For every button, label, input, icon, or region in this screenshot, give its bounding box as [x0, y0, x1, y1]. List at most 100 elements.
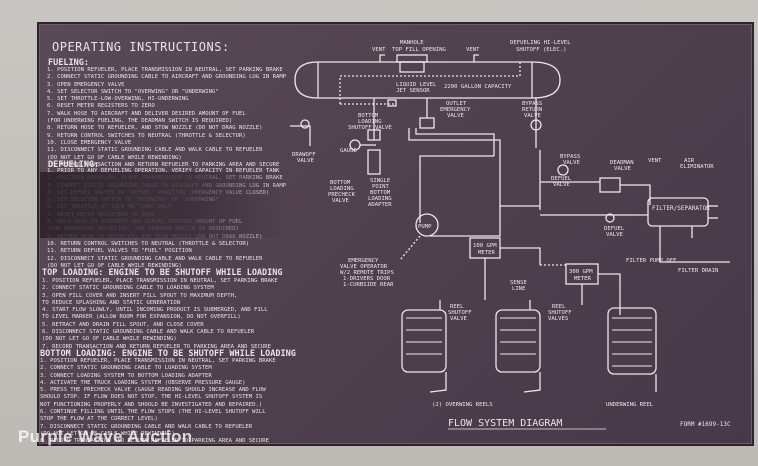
label-deadman-2: VALVE — [614, 166, 631, 172]
diagram-title: FLOW SYSTEM DIAGRAM — [448, 418, 562, 429]
fueling-step: 10. CLOSE EMERGENCY VALVE — [47, 139, 132, 146]
bottom-loading-steps: 1. POSITION REFUELER, PLACE TRANSMISSION… — [40, 358, 276, 446]
top-loading-step: 7. RECORD TRANSACTION AND RETURN REFUELE… — [42, 343, 272, 350]
label-vent-3: VENT — [648, 158, 662, 164]
top-loading-step: 2. CONNECT STATIC GROUNDING CABLE TO LOA… — [42, 285, 214, 292]
label-single-point-2: POINT — [372, 184, 389, 190]
label-single-point-5: ADAPTER — [368, 202, 392, 208]
top-loading-step: 6. DISCONNECT STATIC GROUNDING CABLE AND… — [42, 329, 255, 336]
underwing-reel — [607, 307, 657, 375]
top-loading-step: 4. START FLOW SLOWLY, UNTIL INCOMING PRO… — [42, 307, 268, 314]
label-emergency-1: EMERGENCY — [348, 258, 379, 264]
label-bypass-return-2: RETURN — [522, 107, 542, 113]
bottom-loading-step: 4. ACTIVATE THE TRUCK LOADING SYSTEM (OB… — [40, 379, 246, 386]
worn-area — [40, 172, 290, 238]
fueling-step: 6. RESET METER REGISTERS TO ZERO — [47, 103, 155, 110]
label-sense-2: LINE — [512, 286, 526, 292]
label-filter-pump-off: FILTER PUMP OFF — [626, 258, 677, 264]
label-reel-shutoff-4: REEL — [552, 304, 566, 310]
label-bypass-valve-1: BYPASS — [560, 154, 580, 160]
label-defueling-shutoff-1: DEFUELING HI-LEVEL — [510, 40, 571, 46]
fueling-step: 8. RETURN HOSE TO REFUELER, AND STOW NOZ… — [47, 125, 263, 132]
fueling-step: 12. RECORD TRANSACTION AND RETURN REFUEL… — [47, 161, 280, 168]
label-air-elim-1: AIR — [684, 158, 695, 164]
label-single-point-1: SINGLE — [370, 178, 391, 184]
label-emergency-4: 1-DRIVERS DOOR — [343, 276, 391, 282]
label-meter-100-a: 100 GPM — [473, 243, 497, 249]
label-bottom-shutoff-1: BOTTOM — [358, 113, 379, 119]
label-capacity: 2200 GALLON CAPACITY — [444, 84, 512, 90]
label-gauge: GAUGE — [340, 148, 357, 154]
label-bypass-return-1: BYPASS — [522, 101, 542, 107]
label-underwing-reel: UNDERWING REEL — [606, 402, 654, 408]
label-reel-shutoff-2: SHUTOFF — [448, 310, 472, 316]
bottom-loading-step: 3. CONNECT LOADING SYSTEM TO BOTTOM LOAD… — [40, 372, 212, 379]
label-defuel-valve-3: DEFUEL — [604, 226, 625, 232]
bottom-loading-step: 7. DISCONNECT STATIC GROUNDING CABLE AND… — [40, 423, 253, 430]
form-number: FORM #1699-13C — [680, 421, 731, 428]
fueling-step: 2. CONNECT STATIC GROUNDING CABLE TO AIR… — [47, 74, 287, 81]
label-outlet-emerg-2: EMERGENCY — [440, 107, 471, 113]
label-liquid-level-2: JET SENSOR — [396, 88, 430, 94]
bottom-loading-step: STOP THE FLOW AT THE CORRECT LEVEL) — [40, 416, 158, 423]
label-meter-300-a: 300 GPM — [569, 269, 593, 275]
label-reel-shutoff-6: VALVES — [548, 316, 568, 322]
label-single-point-3: BOTTOM — [370, 190, 391, 196]
top-loading-heading: TOP LOADING: ENGINE TO BE SHUTOFF WHILE … — [42, 268, 283, 278]
label-emergency-2: VALVE OPERATOR — [340, 264, 388, 270]
top-loading-step: TO LEVEL MARKER (ALLOW ROOM FOR EXPANSIO… — [42, 314, 241, 321]
label-outlet-emerg-3: VALVE — [447, 113, 464, 119]
defueling-step: 11. RETURN DEFUEL VALVES TO "FUEL" POSIT… — [47, 248, 192, 255]
overwing-reel-1 — [401, 309, 447, 373]
label-overwing-reels: (2) OVERWING REELS — [432, 402, 493, 408]
label-drawoff-2: VALVE — [297, 158, 314, 164]
fueling-step: 7. WALK HOSE TO AIRCRAFT AND DELIVER DES… — [47, 110, 246, 117]
label-vent-2: VENT — [466, 47, 480, 53]
defueling-step: 10. RETURN CONTROL SWITCHES TO NEUTRAL (… — [47, 240, 250, 247]
label-reel-shutoff-5: SHUTOFF — [548, 310, 572, 316]
label-defuel-valve-1: DEFUEL — [551, 176, 572, 182]
filter-separator — [647, 197, 709, 227]
fueling-step: 5. SET THROTTLE-LOW-OVERWING, HI-UNDERWI… — [47, 96, 189, 103]
label-emergency-3: W/2 REMOTE TRIPS — [340, 270, 394, 276]
top-loading-step: (DO NOT LET GO OF CABLE WHILE REWINDING) — [42, 336, 177, 343]
label-filter-drain: FILTER DRAIN — [678, 268, 718, 274]
label-defueling-shutoff-2: SHUTOFF (ELEC.) — [516, 47, 567, 53]
label-defuel-valve-2: VALVE — [553, 182, 570, 188]
fueling-step: (DO NOT LET GO OF CABLE WHILE REWINDING) — [47, 154, 182, 161]
label-bottom-shutoff-2: LOADING — [358, 119, 382, 125]
label-air-elim-2: ELIMINATOR — [680, 164, 714, 170]
defueling-heading: DEFUELING: — [48, 160, 100, 170]
bottom-loading-step: 1. POSITION REFUELER, PLACE TRANSMISSION… — [40, 358, 276, 364]
label-reel-shutoff-3: VALVE — [450, 316, 467, 322]
label-reel-shutoff-1: REEL — [450, 304, 464, 310]
label-defuel-valve-4: VALVE — [606, 232, 623, 238]
label-filter: FILTER/SEPARATOR — [652, 205, 710, 212]
label-sense-1: SENSE — [510, 280, 527, 286]
bottom-loading-step: 5. PRESS THE PRECHECK VALVE (GAUGE READI… — [40, 387, 266, 394]
label-bypass-return-3: VALVE — [524, 113, 541, 119]
bottom-loading-step: NOT FUNCTIONING PROPERLY AND SHOULD BE I… — [40, 401, 263, 408]
label-manhole: MANHOLE — [400, 40, 424, 46]
label-bottom-precheck-1: BOTTOM — [330, 180, 351, 186]
fueling-step: 9. RETURN CONTROL SWITCHES TO NEUTRAL (T… — [47, 132, 246, 139]
bottom-loading-step: 6. CONTINUE FILLING UNTIL THE FLOW STOPS… — [40, 409, 266, 416]
label-meter-100-b: METER — [478, 250, 495, 256]
label-liquid-level-1: LIQUID LEVEL — [396, 82, 437, 88]
fueling-step: 3. OPEN EMERGENCY VALVE — [47, 81, 125, 88]
watermark: Purple Wave Auction — [18, 427, 193, 446]
label-outlet-emerg-1: OUTLET — [446, 101, 467, 107]
pump-icon — [415, 213, 439, 237]
label-bottom-shutoff-3: SHUTOFF VALVE — [348, 125, 392, 131]
top-loading-step: TO REDUCE SPLASHING AND STATIC GENERATIO… — [42, 299, 181, 306]
defueling-step: 12. DISCONNECT STATIC GROUNDING CABLE AN… — [47, 255, 263, 262]
label-meter-300-b: METER — [574, 276, 591, 282]
top-loading-step: 3. OPEN FILL COVER AND INSERT FILL SPOUT… — [42, 292, 238, 299]
fueling-step: 11. DISCONNECT STATIC GROUNDING CABLE AN… — [47, 147, 263, 154]
label-bottom-precheck-3: PRECHECK — [328, 192, 356, 198]
fueling-step: (FOR UNDERWING FUELING, THE DEADMAN SWIT… — [47, 118, 233, 125]
label-single-point-4: LOADING — [368, 196, 392, 202]
fueling-steps: 1. POSITION REFUELER, PLACE TRANSMISSION… — [47, 67, 286, 169]
label-bottom-precheck-4: VALVE — [332, 198, 349, 204]
